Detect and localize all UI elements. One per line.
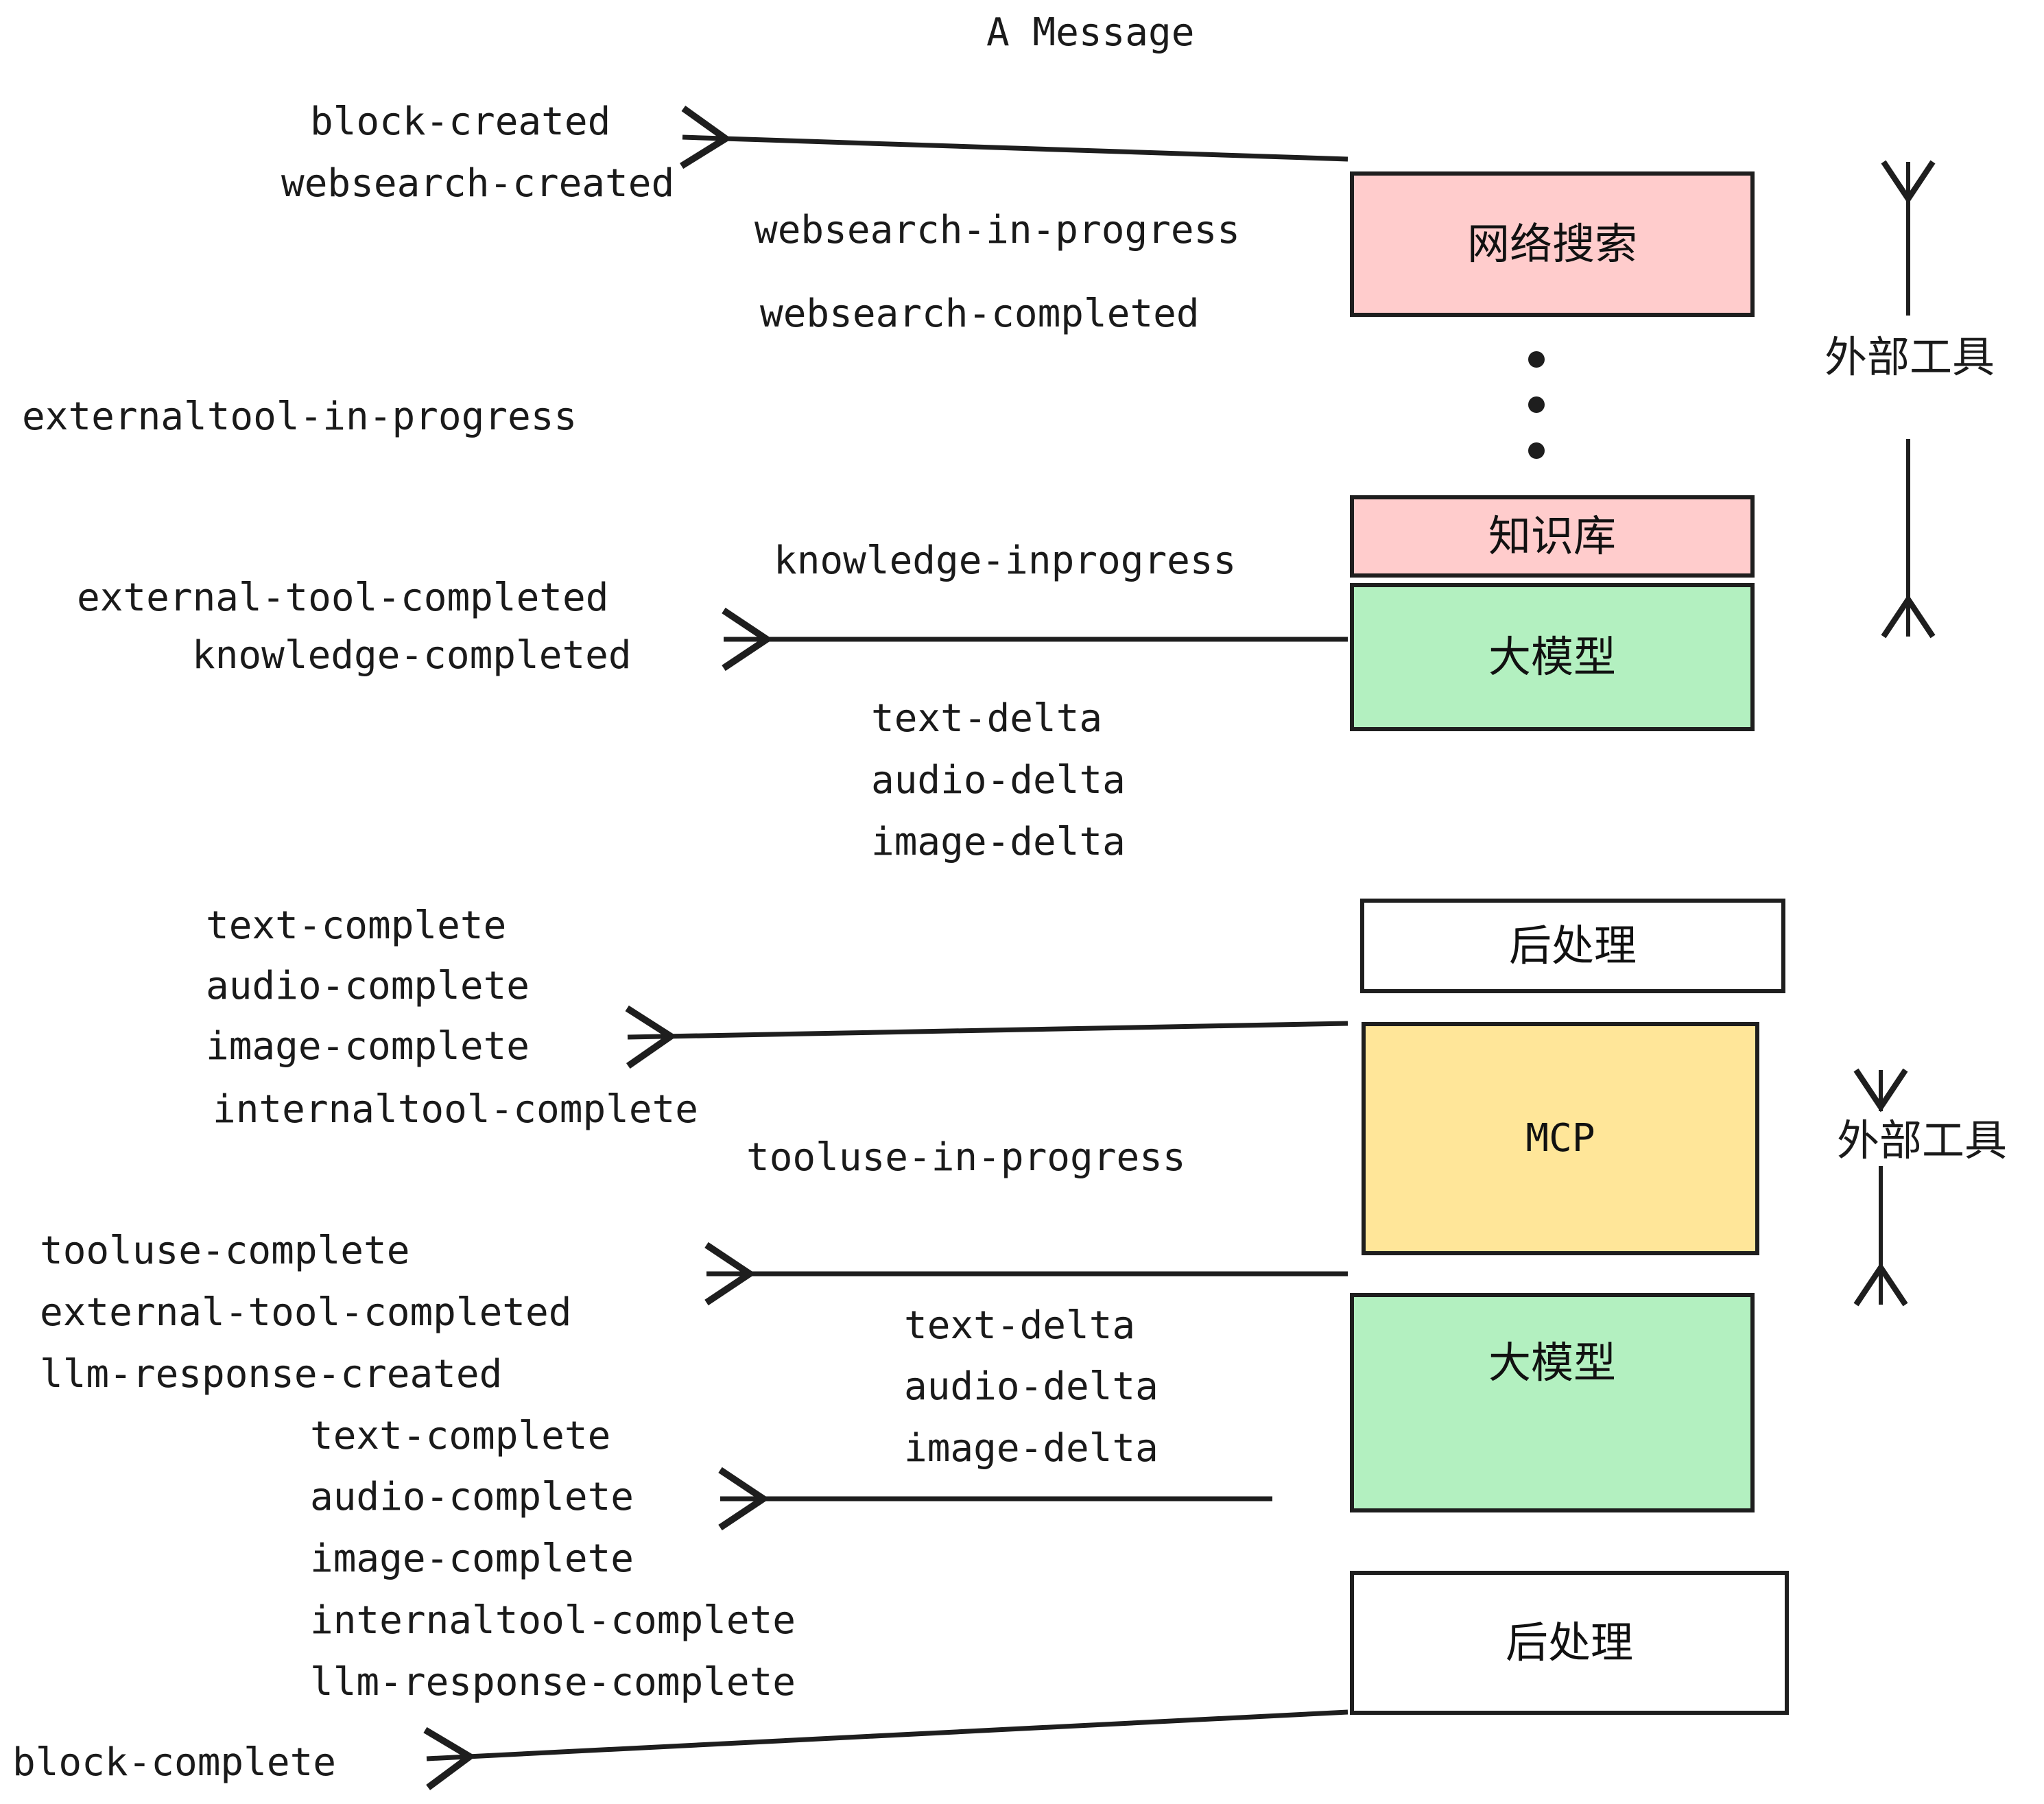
event-tooluse-in-progress: tooluse-in-progress [746,1135,1186,1180]
node-postprocess-2-label: 后处理 [1505,1617,1633,1667]
event-image-delta-2: image-delta [904,1426,1158,1471]
page-title: A Message [986,10,1195,55]
event-image-complete-2: image-complete [310,1536,634,1581]
event-text-delta-2: text-delta [904,1303,1136,1348]
ellipsis-dot-2 [1528,396,1545,413]
node-llm-2-label: 大模型 [1488,1338,1616,1388]
node-llm-1[interactable]: 大模型 [1350,583,1755,731]
event-knowledge-completed: knowledge-completed [192,633,632,678]
event-block-created: block-created [310,99,611,144]
event-external-tool-completed-2: external-tool-completed [40,1290,572,1335]
event-internaltool-complete-2: internaltool-complete [310,1598,796,1643]
event-text-complete-2: text-complete [310,1414,611,1458]
node-websearch-label: 网络搜索 [1466,219,1637,269]
event-audio-complete-2: audio-complete [310,1475,634,1519]
event-image-delta-1: image-delta [871,820,1126,864]
event-audio-complete-1: audio-complete [206,964,530,1008]
node-llm-2[interactable]: 大模型 [1350,1293,1755,1512]
event-audio-delta-1: audio-delta [871,758,1126,803]
event-tooluse-complete: tooluse-complete [40,1229,410,1273]
event-externaltool-in-progress: externaltool-in-progress [22,394,578,439]
event-audio-delta-2: audio-delta [904,1364,1158,1409]
event-websearch-in-progress: websearch-in-progress [754,208,1241,252]
node-mcp[interactable]: MCP [1362,1022,1759,1255]
node-websearch[interactable]: 网络搜索 [1350,171,1755,317]
event-text-complete-1: text-complete [206,903,507,948]
event-websearch-completed: websearch-completed [760,292,1200,336]
node-mcp-label: MCP [1525,1116,1595,1161]
node-knowledge-label: 知识库 [1488,511,1616,561]
event-external-tool-completed-1: external-tool-completed [77,575,609,620]
external-tools-label-bottom: 外部工具 [1837,1115,2008,1165]
ellipsis-dot-1 [1528,351,1545,368]
node-postprocess-2[interactable]: 后处理 [1350,1571,1789,1715]
arrow-websearch-to-events [680,106,1348,169]
node-knowledge[interactable]: 知识库 [1350,495,1755,578]
event-knowledge-inprogress: knowledge-inprogress [774,538,1237,583]
node-postprocess-1[interactable]: 后处理 [1360,899,1785,993]
event-image-complete-1: image-complete [206,1024,530,1069]
event-internaltool-complete-1: internaltool-complete [213,1087,699,1132]
ellipsis-dot-3 [1528,442,1545,459]
event-llm-response-created: llm-response-created [40,1352,503,1397]
event-llm-response-complete: llm-response-complete [310,1660,796,1705]
arrow-postprocess2-to-block-complete [423,1709,1348,1790]
node-postprocess-1-label: 后处理 [1508,921,1637,971]
event-text-delta-1: text-delta [871,696,1103,741]
event-block-complete: block-complete [12,1740,337,1785]
arrow-mcp-to-image-complete [625,1005,1348,1069]
node-llm-1-label: 大模型 [1488,632,1616,682]
event-websearch-created: websearch-created [281,161,675,206]
external-tools-label-top: 外部工具 [1825,332,1995,382]
